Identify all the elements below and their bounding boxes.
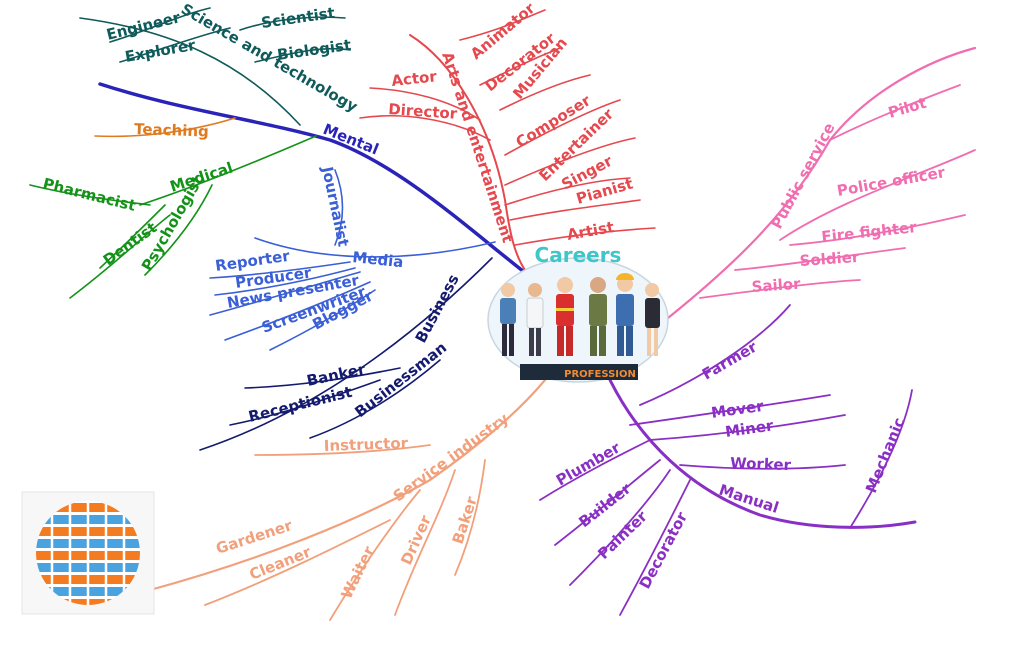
manual-item-mechanic: Mechanic	[862, 415, 908, 495]
medical-item-pharmacist: Pharmacist	[41, 174, 138, 214]
service-item-baker: Baker	[449, 494, 481, 546]
science-item-scientist: Scientist	[260, 4, 336, 32]
teaching-label: Teaching	[134, 120, 209, 141]
teaching-line	[94, 117, 236, 138]
service-lines	[148, 378, 547, 621]
public-item-soldier: Soldier	[799, 248, 860, 270]
business-item-businessman: Businessman	[351, 338, 450, 421]
mental-label: Mental	[321, 120, 382, 158]
science-item-explorer: Explorer	[124, 36, 198, 66]
center-title: Careers	[535, 243, 622, 267]
public-item-pilot: Pilot	[886, 94, 928, 122]
service-item-driver: Driver	[397, 512, 435, 568]
service-item-instructor: Instructor	[324, 434, 409, 455]
media-item-journalist: Journalist	[318, 164, 353, 248]
arts-item-actor: Actor	[391, 67, 439, 90]
science-item-biologist: Biologist	[276, 36, 352, 64]
group-of-professionals-illustration	[500, 273, 660, 356]
medical-lines	[29, 135, 317, 299]
arts-item-artist: Artist	[566, 218, 616, 244]
mental-main-line	[98, 82, 530, 277]
public-label: Public service	[768, 120, 839, 232]
public-item-sailor: Sailor	[751, 275, 802, 296]
manual-lines	[539, 304, 917, 616]
center-node: Careers PROFESSION	[487, 243, 669, 383]
media-lines	[209, 169, 496, 351]
science-lines	[79, 7, 351, 126]
business-lines	[199, 257, 493, 451]
media-label: Media	[352, 248, 405, 271]
manual-item-plumber: Plumber	[553, 438, 624, 489]
public-lines	[666, 46, 977, 320]
arts-item-director: Director	[388, 100, 459, 123]
striped-globe-logo	[21, 491, 155, 615]
manual-item-worker: Worker	[730, 454, 792, 474]
branch-lines	[29, 7, 977, 621]
manual-item-miner: Miner	[724, 416, 775, 441]
business-item-receptionist: Receptionist	[247, 383, 354, 426]
service-label: Service industry	[390, 409, 512, 505]
arts-lines	[359, 9, 656, 271]
public-item-fire-fighter: Fire fighter	[821, 218, 918, 246]
manual-item-farmer: Farmer	[699, 338, 761, 384]
banner-bar	[520, 364, 638, 380]
service-item-waiter: Waiter	[337, 543, 378, 602]
public-item-police-officer: Police officer	[836, 163, 947, 200]
center-banner: PROFESSION	[564, 369, 636, 380]
business-label: Business	[412, 271, 463, 346]
